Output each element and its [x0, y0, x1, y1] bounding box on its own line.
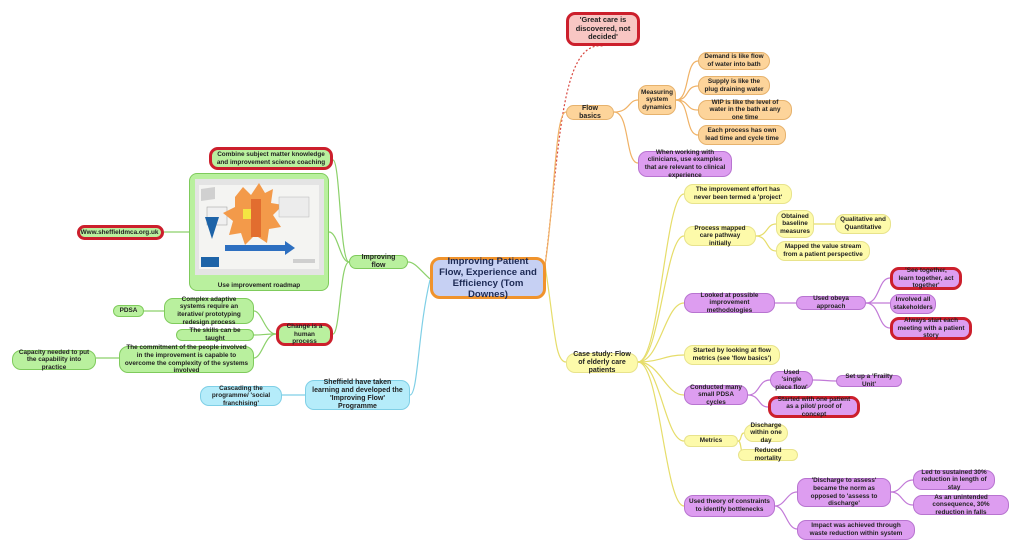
change-human-text: Change is a human process	[286, 323, 323, 346]
single-piece-text: Used 'single piece flow'	[775, 368, 808, 391]
pdsa-node[interactable]: PDSA	[113, 305, 144, 317]
stakeholders-text: Involved all stakeholders	[893, 296, 933, 311]
analogy-supply-node[interactable]: Supply is like the plug draining water	[698, 76, 770, 95]
patient-story-text: Always start each meeting with a patient…	[897, 317, 965, 340]
measuring-dynamics-node[interactable]: Measuring system dynamics	[638, 85, 676, 115]
discharge-assess-text: 'Discharge to assess' became the norm as…	[810, 477, 878, 508]
never-project-text: The improvement effort has never been te…	[693, 186, 783, 201]
qual-quant-node[interactable]: Qualitative and Quantitative	[835, 214, 891, 234]
metrics-node[interactable]: Metrics	[684, 435, 738, 447]
stakeholders-node[interactable]: Involved all stakeholders	[890, 294, 936, 314]
baseline-text: Obtained baseline measures	[780, 212, 810, 235]
mortality-node[interactable]: Reduced mortality	[738, 447, 798, 462]
root-node[interactable]: Improving Patient Flow, Experience and E…	[430, 256, 546, 300]
flow-metrics-node[interactable]: Started by looking at flow metrics (see …	[684, 345, 780, 365]
falls-reduction-text: As an unintended consequence, 30% reduct…	[932, 493, 990, 516]
capacity-text: Capacity needed to put the capability in…	[18, 348, 90, 371]
discharge-day-node[interactable]: Discharge within one day	[744, 421, 788, 444]
change-human-node[interactable]: Change is a human process	[276, 323, 333, 346]
baseline-node[interactable]: Obtained baseline measures	[776, 210, 814, 238]
analogy-lead-time-text: Each process has own lead time and cycle…	[705, 127, 779, 142]
flow-basics-label: Flow basics	[579, 104, 601, 120]
commitment-node[interactable]: The commitment of the people involved in…	[119, 344, 254, 375]
root-text: Improving Patient Flow, Experience and E…	[439, 256, 537, 300]
sheffield-programme-text: Sheffield have taken learning and develo…	[312, 379, 403, 410]
constraints-text: Used theory of constraints to identify b…	[689, 498, 770, 513]
analogy-demand-node[interactable]: Demand is like flow of water into bath	[698, 52, 770, 70]
cascading-node[interactable]: Cascading the programme/ 'social franchi…	[200, 384, 282, 407]
see-together-text: 'See together, learn together, act toget…	[898, 267, 954, 290]
combine-knowledge-node[interactable]: Combine subject matter knowledge and imp…	[209, 147, 333, 170]
analogy-demand-text: Demand is like flow of water into bath	[704, 53, 764, 68]
frailty-text: Set up a 'Frailty Unit'	[845, 373, 893, 388]
improving-flow-label: Improving flow	[361, 254, 396, 269]
one-patient-text: Started with one patient as a pilot/ pro…	[777, 395, 851, 418]
flow-basics-node[interactable]: Flow basics	[566, 105, 614, 120]
skills-taught-node[interactable]: The skills can be taught	[176, 327, 254, 342]
measuring-dynamics-text: Measuring system dynamics	[641, 88, 673, 111]
pdsa-cycles-text: Conducted many small PDSA cycles	[690, 383, 742, 406]
flow-metrics-text: Started by looking at flow metrics (see …	[692, 347, 772, 362]
analogy-lead-time-node[interactable]: Each process has own lead time and cycle…	[698, 125, 786, 145]
clinicians-text: When working with clinicians, use exampl…	[644, 148, 726, 179]
website-text: Www.sheffieldmca.org.uk	[80, 228, 159, 236]
combine-knowledge-text: Combine subject matter knowledge and imp…	[216, 150, 326, 166]
process-mapped-node[interactable]: Process mapped care pathway initially	[684, 224, 756, 247]
clinicians-node[interactable]: When working with clinicians, use exampl…	[638, 148, 732, 179]
roadmap-image-node[interactable]: Use improvement roadmap	[189, 173, 329, 291]
value-stream-node[interactable]: Mapped the value stream from a patient p…	[776, 241, 870, 261]
pdsa-cycles-node[interactable]: Conducted many small PDSA cycles	[684, 383, 748, 406]
analogy-wip-text: WIP is like the level of water in the ba…	[709, 98, 781, 121]
metrics-text: Metrics	[699, 437, 723, 445]
pdsa-text: PDSA	[119, 307, 138, 315]
roadmap-illustration	[195, 179, 324, 275]
skills-taught-text: The skills can be taught	[189, 327, 241, 342]
improving-flow-node[interactable]: Improving flow	[349, 254, 408, 269]
obeya-node[interactable]: Used obeya approach	[796, 295, 866, 310]
discharge-day-text: Discharge within one day	[750, 421, 782, 444]
frailty-node[interactable]: Set up a 'Frailty Unit'	[836, 373, 902, 388]
process-mapped-text: Process mapped care pathway initially	[694, 224, 746, 247]
sustained-reduction-node[interactable]: Led to sustained 30% reduction in length…	[913, 468, 995, 491]
waste-reduction-text: Impact was achieved through waste reduct…	[809, 522, 903, 537]
discharge-assess-node[interactable]: 'Discharge to assess' became the norm as…	[797, 477, 891, 508]
case-study-node[interactable]: Case study: Flow of elderly care patient…	[566, 351, 638, 374]
roadmap-caption: Use improvement roadmap	[217, 282, 301, 289]
website-node[interactable]: Www.sheffieldmca.org.uk	[77, 225, 164, 240]
one-patient-node[interactable]: Started with one patient as a pilot/ pro…	[768, 396, 860, 418]
sheffield-programme-node[interactable]: Sheffield have taken learning and develo…	[305, 379, 410, 410]
qual-quant-text: Qualitative and Quantitative	[840, 216, 886, 231]
waste-reduction-node[interactable]: Impact was achieved through waste reduct…	[797, 520, 915, 540]
never-project-node[interactable]: The improvement effort has never been te…	[684, 184, 792, 204]
great-care-quote-text: 'Great care is discovered, not decided'	[575, 15, 631, 42]
case-study-label: Case study: Flow of elderly care patient…	[573, 351, 631, 374]
obeya-text: Used obeya approach	[813, 295, 849, 310]
commitment-text: The commitment of the people involved in…	[124, 344, 249, 375]
see-together-node[interactable]: 'See together, learn together, act toget…	[890, 267, 962, 290]
analogy-supply-text: Supply is like the plug draining water	[704, 77, 764, 93]
methodologies-text: Looked at possible improvement methodolo…	[700, 291, 759, 314]
roadmap-photo	[195, 179, 324, 275]
analogy-wip-node[interactable]: WIP is like the level of water in the ba…	[698, 98, 792, 121]
value-stream-text: Mapped the value stream from a patient p…	[783, 243, 863, 258]
cascading-text: Cascading the programme/ 'social franchi…	[211, 384, 271, 407]
patient-story-node[interactable]: Always start each meeting with a patient…	[890, 317, 972, 340]
mortality-text: Reduced mortality	[754, 447, 782, 462]
great-care-quote[interactable]: 'Great care is discovered, not decided'	[566, 12, 640, 46]
constraints-node[interactable]: Used theory of constraints to identify b…	[684, 495, 775, 517]
sustained-reduction-text: Led to sustained 30% reduction in length…	[921, 468, 987, 491]
complex-systems-node[interactable]: Complex adaptive systems require an iter…	[164, 295, 254, 326]
falls-reduction-node[interactable]: As an unintended consequence, 30% reduct…	[913, 493, 1009, 516]
complex-systems-text: Complex adaptive systems require an iter…	[177, 295, 241, 326]
capacity-node[interactable]: Capacity needed to put the capability in…	[12, 348, 96, 371]
single-piece-node[interactable]: Used 'single piece flow'	[770, 368, 813, 391]
methodologies-node[interactable]: Looked at possible improvement methodolo…	[684, 291, 775, 314]
